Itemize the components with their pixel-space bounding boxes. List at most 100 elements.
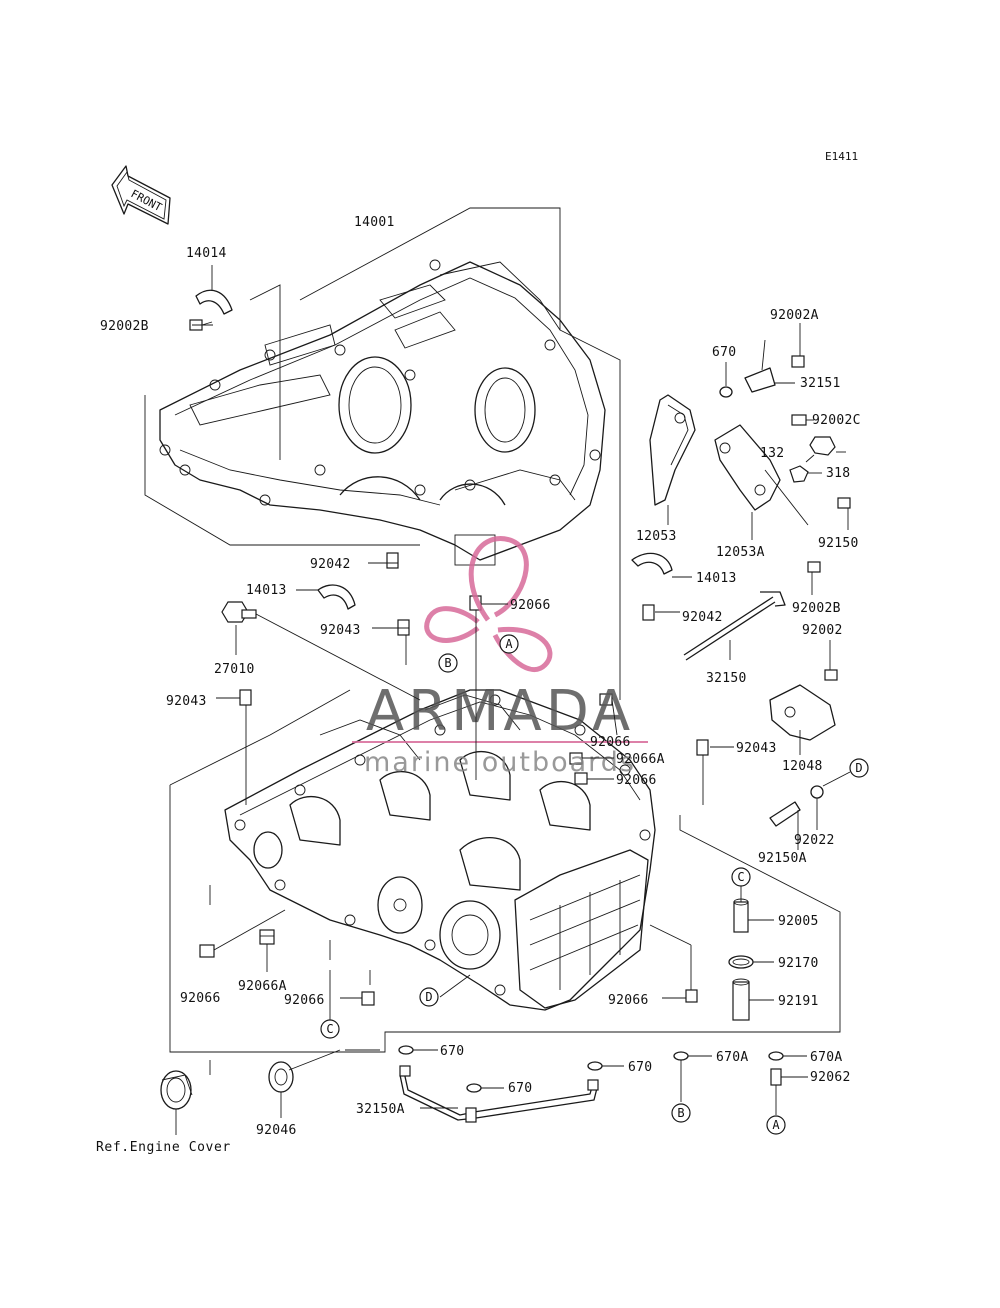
label-32150: 32150 [706, 671, 747, 686]
watermark-brand: ARMADA [366, 679, 634, 744]
o-ring-670-c [587, 1061, 603, 1071]
label-92005: 92005 [778, 914, 819, 929]
propeller-icon [424, 536, 553, 673]
label-14013-right: 14013 [696, 571, 737, 586]
oil-pipe-32150A [399, 1065, 599, 1123]
callout-d-lower: D [419, 987, 439, 1007]
nut-318 [789, 465, 809, 483]
label-27010: 27010 [214, 662, 255, 677]
svg-text:D: D [855, 761, 862, 775]
label-92191: 92191 [778, 994, 819, 1009]
dowel-92043-right [696, 739, 709, 756]
label-92170: 92170 [778, 956, 819, 971]
bolt-132 [805, 436, 836, 463]
label-92022: 92022 [794, 833, 835, 848]
label-92002: 92002 [802, 623, 843, 638]
label-14013-left: 14013 [246, 583, 287, 598]
bearing-14013-left [317, 584, 356, 610]
label-670-a: 670 [440, 1044, 464, 1059]
svg-text:D: D [425, 990, 432, 1004]
dowel-92042-left [386, 552, 399, 569]
plug-92066-left [199, 944, 215, 958]
dowel-92043-top [397, 619, 410, 636]
svg-text:A: A [505, 637, 513, 651]
o-ring-670-a [398, 1045, 414, 1055]
plug-92066A-left [259, 929, 275, 945]
hose-92191 [732, 978, 750, 1021]
bracket-12048 [769, 684, 836, 741]
fitting-92150A [769, 785, 824, 827]
svg-text:C: C [326, 1022, 333, 1036]
guide-plate-12053 [649, 394, 696, 506]
o-ring-670-b [466, 1083, 482, 1093]
bolt-92150 [837, 497, 851, 509]
label-14001: 14001 [354, 215, 395, 230]
label-92066-center: 92066 [510, 598, 551, 613]
label-670-top: 670 [712, 345, 736, 360]
o-ring-670A-b [768, 1051, 784, 1061]
label-92043-left: 92043 [166, 694, 207, 709]
label-92042-left: 92042 [310, 557, 351, 572]
label-92046: 92046 [256, 1123, 297, 1138]
bearing-92046 [268, 1061, 294, 1093]
label-670A-a: 670A [716, 1050, 749, 1065]
diagram-code: E1411 [825, 150, 858, 163]
leader-bracket [764, 469, 809, 526]
label-92062: 92062 [810, 1070, 851, 1085]
svg-text:B: B [677, 1106, 684, 1120]
label-92066-b: 92066 [616, 773, 657, 788]
label-92150A: 92150A [758, 851, 807, 866]
upper-crankcase [144, 207, 621, 700]
fitting-92005 [733, 898, 749, 933]
svg-text:C: C [737, 870, 744, 884]
dowel-92043-left [239, 689, 252, 706]
svg-text:A: A [772, 1118, 780, 1132]
label-32151: 32151 [800, 376, 841, 391]
label-92066-a: 92066 [590, 735, 631, 750]
label-12048: 12048 [782, 759, 823, 774]
label-318: 318 [826, 466, 850, 481]
label-14014: 14014 [186, 246, 227, 261]
callout-a-bottom: A [766, 1115, 786, 1135]
label-92150: 92150 [818, 536, 859, 551]
switch-27010 [221, 601, 257, 623]
plug-92066-lower [361, 991, 375, 1006]
label-92066-lower: 92066 [284, 993, 325, 1008]
label-92002A: 92002A [770, 308, 819, 323]
reference-note: Ref.Engine Cover [96, 1140, 231, 1155]
o-ring-670-right [719, 386, 733, 398]
oil-seal-ref-engine-cover [160, 1070, 193, 1110]
label-92042-right: 92042 [682, 610, 723, 625]
sensor-32151 [744, 339, 805, 393]
pipe-92062 [770, 1068, 782, 1086]
callout-d-right: D [849, 758, 869, 778]
dowel-92042-right [642, 604, 655, 621]
label-670-c: 670 [628, 1060, 652, 1075]
label-12053A: 12053A [716, 545, 765, 560]
label-670-b: 670 [508, 1081, 532, 1096]
plug-92066-b [574, 772, 588, 785]
plug-92066-a [599, 693, 613, 706]
callout-a-top: A [499, 634, 519, 654]
bearing-insert-14014 [195, 265, 233, 315]
label-92066A-a: 92066A [616, 752, 665, 767]
label-92066A-left: 92066A [238, 979, 287, 994]
label-92002C: 92002C [812, 413, 861, 428]
plug-92066-right [685, 989, 698, 1003]
bracket-12053A [714, 424, 781, 511]
front-arrow-icon: FRONT [111, 165, 171, 225]
part-labels: 14001 14014 92002B 92002A 670 32151 9200… [96, 215, 861, 1155]
label-92066-right: 92066 [608, 993, 649, 1008]
label-32150A: 32150A [356, 1102, 405, 1117]
leader-lines [175, 323, 851, 1135]
o-ring-670A-a [673, 1051, 689, 1061]
svg-text:B: B [444, 656, 451, 670]
callouts: A B C D C D B A [320, 634, 869, 1135]
plug-92066A-a [569, 752, 583, 765]
callout-b-top: B [438, 653, 458, 673]
watermark-tagline: marine outboards [364, 747, 636, 778]
callout-c-lower: C [320, 1019, 340, 1039]
label-670A-b: 670A [810, 1050, 843, 1065]
bolt-92002c [791, 414, 807, 426]
